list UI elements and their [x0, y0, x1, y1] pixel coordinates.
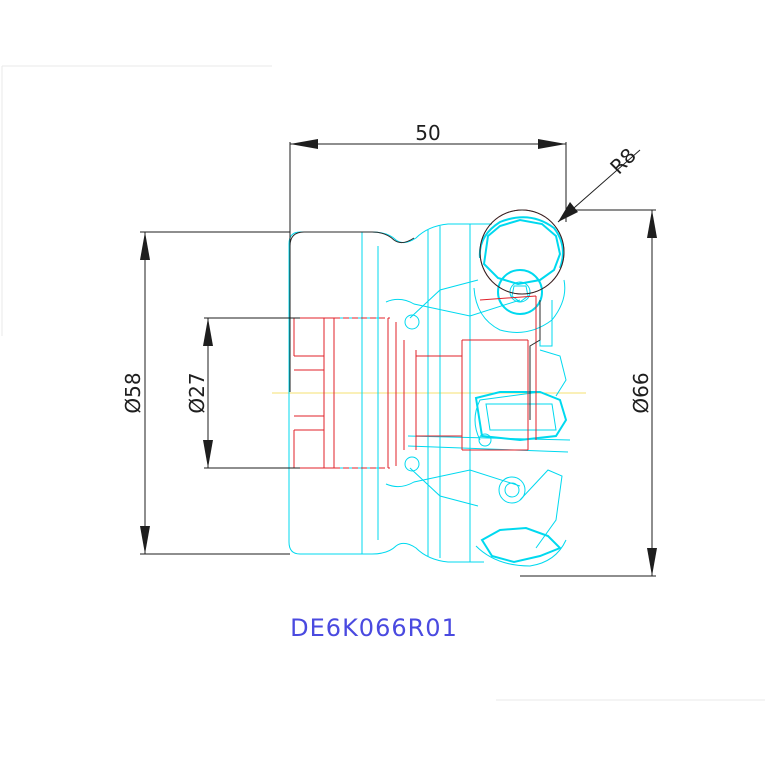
dimension-length: 50	[289, 121, 567, 392]
outer-diameter-label: Ø58	[121, 372, 145, 413]
bore-section	[293, 209, 565, 469]
radius-label: R8	[605, 143, 641, 179]
bore-diameter-label: Ø27	[185, 372, 209, 413]
sheet-border	[1, 65, 765, 701]
cutting-diameter-label: Ø66	[629, 372, 653, 413]
profile-lines	[289, 209, 565, 420]
dimension-bore-diameter: Ø27	[185, 317, 300, 469]
dimension-outer-diameter: Ø58	[121, 231, 290, 555]
dimension-cutting-diameter: Ø66	[520, 209, 657, 577]
length-label: 50	[415, 121, 440, 145]
part-code-label: DE6K066R01	[290, 614, 458, 642]
